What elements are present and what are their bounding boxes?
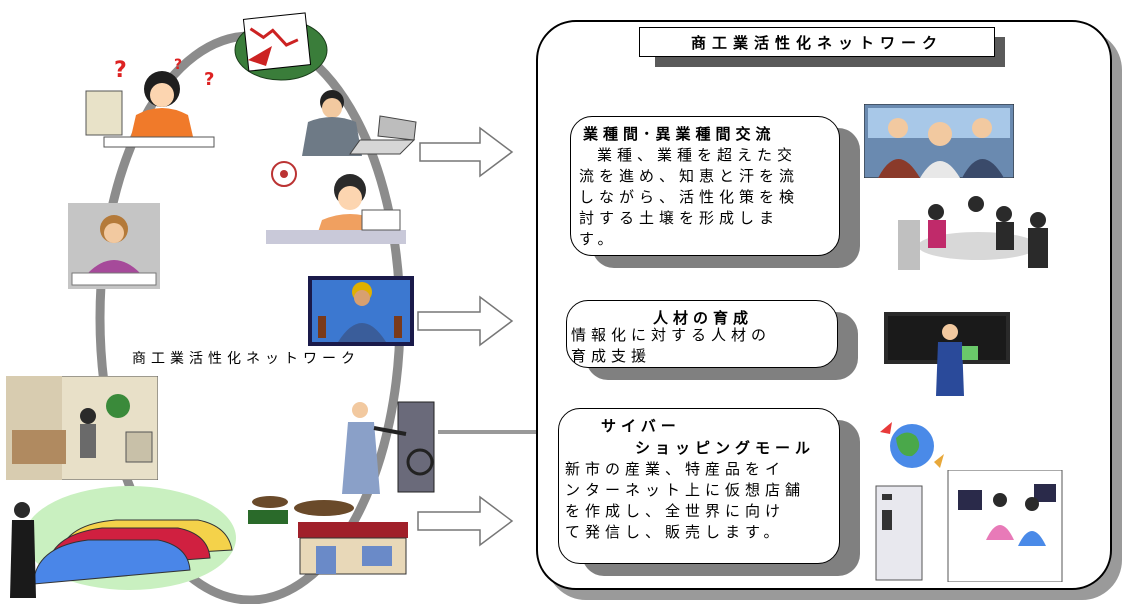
- section-mall-body: 新市の産業、特産品をイ ンターネット上に仮想店舗 を作成し、全世界に向け て発信…: [565, 459, 837, 543]
- office-visit-illustration: [5, 375, 159, 481]
- falling-chart-illustration: [232, 12, 330, 84]
- section-hr-body: 情報化に対する人材の 育成支援: [571, 325, 833, 367]
- svg-text:?: ?: [204, 69, 214, 90]
- section-mall-line-1: 新市の産業、特産品をイ: [565, 460, 786, 478]
- globe-illustration: [876, 418, 946, 472]
- section-mall-box: サイバー ショッピングモール 新市の産業、特産品をイ ンターネット上に仮想店舗 …: [558, 408, 840, 564]
- section-exchange-line-5: す。: [579, 230, 618, 248]
- car-dealer-illustration: [2, 480, 242, 600]
- svg-text:?: ?: [114, 58, 127, 83]
- storefront-illustration: [244, 494, 414, 578]
- section-hr-heading: 人材の育成: [653, 309, 754, 327]
- arrow-right-3: [417, 495, 514, 547]
- teacher-blackboard-illustration: [884, 312, 1010, 398]
- section-mall-heading-1: サイバー: [601, 417, 681, 435]
- man-laptop-illustration: [290, 88, 420, 158]
- engineer-machine-illustration: [330, 398, 440, 496]
- section-exchange-heading: 業種間･異業種間交流: [583, 125, 776, 143]
- section-hr-line-2: 育成支援: [571, 347, 652, 365]
- office-woman-illustration: [68, 203, 160, 289]
- section-exchange-body: 業種、業種を超えた交 流を進め、知恵と汗を流 しながら、活性化策を検 討する土壌…: [579, 145, 834, 250]
- section-mall-heading-2: ショッピングモール: [635, 439, 816, 457]
- panel-title: 商工業活性化ネットワーク: [639, 27, 995, 57]
- section-mall-line-2: ンターネット上に仮想店舗: [565, 481, 806, 499]
- section-exchange-line-1: 業種、業種を超えた交: [597, 146, 798, 164]
- section-exchange-line-2: 流を進め、知恵と汗を流: [579, 167, 800, 185]
- section-hr-box: 人材の育成 情報化に対する人材の 育成支援: [566, 300, 838, 368]
- thinking-woman-illustration: [266, 160, 406, 244]
- circle-caption: 商工業活性化ネットワーク: [132, 351, 360, 367]
- section-hr-line-1: 情報化に対する人材の: [571, 326, 772, 344]
- section-mall-line-4: て発信し、販売します。: [565, 523, 784, 541]
- arrow-right-2: [417, 295, 514, 347]
- server-office-illustration: [868, 469, 1064, 583]
- puzzled-woman-illustration: ? ? ?: [84, 55, 222, 151]
- section-exchange-line-4: 討する土壌を形成しま: [579, 209, 780, 227]
- section-exchange-box: 業種間･異業種間交流 業種、業種を超えた交 流を進め、知恵と汗を流 しながら、活…: [570, 116, 840, 256]
- business-meeting-illustration: [863, 103, 1015, 179]
- conference-table-illustration: [894, 190, 1062, 284]
- section-mall-line-3: を作成し、全世界に向け: [565, 502, 786, 520]
- svg-text:?: ?: [174, 57, 182, 73]
- arrow-right-1: [419, 126, 514, 178]
- section-exchange-line-3: しながら、活性化策を検: [579, 188, 800, 206]
- factory-workers-illustration: [308, 276, 414, 346]
